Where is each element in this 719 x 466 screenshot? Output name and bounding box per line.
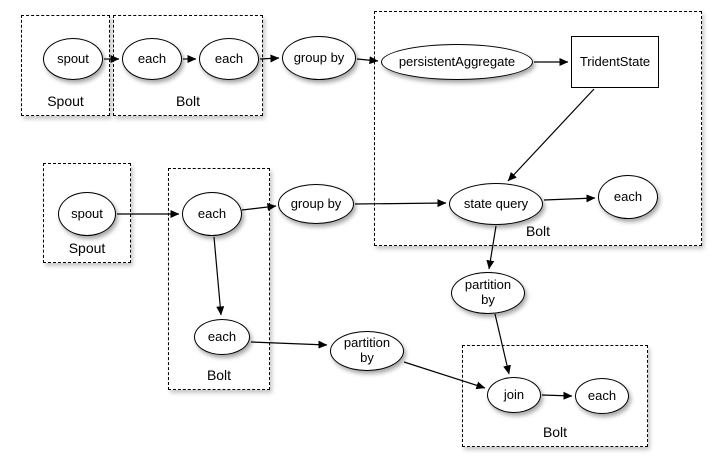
group-label-spout-box-1: Spout xyxy=(47,92,84,109)
node-each-2: each xyxy=(199,38,259,80)
node-label-partition-by-2: partition by xyxy=(343,335,391,365)
node-spout-2: spout xyxy=(58,192,116,236)
node-label-spout-2: spout xyxy=(71,205,103,221)
node-state-query: state query xyxy=(449,183,543,225)
node-each-3: each xyxy=(598,175,658,219)
group-label-spout-box-2: Spout xyxy=(68,239,106,256)
node-join: join xyxy=(487,377,541,413)
node-each-4: each xyxy=(182,192,242,236)
node-label-each-4: each xyxy=(197,205,227,221)
node-label-each-6: each xyxy=(587,387,617,403)
node-label-spout-1: spout xyxy=(57,50,89,66)
node-each-5: each xyxy=(194,319,250,355)
node-each-6: each xyxy=(575,378,629,414)
node-label-join: join xyxy=(503,386,525,402)
node-persistent-aggregate: persistentAggregate xyxy=(381,44,533,80)
node-label-each-1: each xyxy=(137,50,167,66)
node-partition-by-1: partition by xyxy=(451,272,525,314)
node-label-group-by-2: group by xyxy=(290,195,342,211)
group-label-bolt-box-2: Bolt xyxy=(525,222,551,239)
group-label-bolt-box-3: Bolt xyxy=(206,366,232,383)
node-label-persistent-aggregate: persistentAggregate xyxy=(398,53,516,69)
node-trident-state: TridentState xyxy=(571,36,659,88)
node-spout-1: spout xyxy=(43,38,103,80)
node-partition-by-2: partition by xyxy=(330,331,404,371)
node-each-1: each xyxy=(122,38,182,80)
node-label-state-query: state query xyxy=(463,195,529,211)
group-label-bolt-box-1: Bolt xyxy=(175,92,201,109)
node-label-each-3: each xyxy=(613,188,643,204)
node-label-partition-by-1: partition by xyxy=(464,277,512,307)
node-group-by-1: group by xyxy=(282,36,356,80)
node-group-by-2: group by xyxy=(278,184,354,224)
node-label-each-5: each xyxy=(207,328,237,344)
group-label-bolt-box-4: Bolt xyxy=(542,423,568,440)
node-label-each-2: each xyxy=(214,50,244,66)
node-label-trident-state: TridentState xyxy=(579,53,651,69)
node-label-group-by-1: group by xyxy=(293,49,345,65)
